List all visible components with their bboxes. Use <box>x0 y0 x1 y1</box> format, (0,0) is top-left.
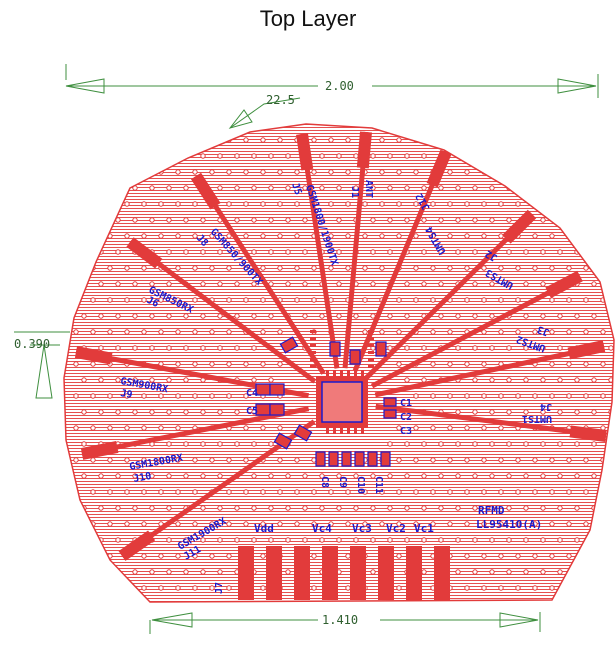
edge-pad <box>356 131 372 169</box>
page-title: Top Layer <box>259 6 357 31</box>
smd-pad <box>354 451 365 467</box>
label-c8: C8 <box>319 476 330 488</box>
dimension-bottom-width: 1.410 <box>322 613 358 627</box>
edge-pad <box>74 346 113 365</box>
label-c10: C10 <box>355 476 366 494</box>
smd-pad <box>383 397 397 407</box>
label-c5: C5 <box>246 406 258 417</box>
smd-pad <box>293 424 313 442</box>
header-pin-label: Vc4 <box>312 522 332 535</box>
label-c2: C2 <box>400 412 412 423</box>
header-j7-pads <box>238 546 450 600</box>
header-pad <box>434 546 450 600</box>
edge-pad <box>190 172 221 210</box>
smd-pad <box>315 451 326 467</box>
smd-pad <box>367 451 378 467</box>
dimension-lines <box>14 64 599 634</box>
smd-pad <box>329 341 341 357</box>
label-c9: C9 <box>337 476 348 488</box>
dimension-angle: 22.5 <box>266 93 295 107</box>
header-pad <box>294 546 310 600</box>
board-label-line1: RFMD <box>478 504 505 517</box>
label-j1-ref: J1 <box>349 186 360 198</box>
label-c4: C4 <box>246 388 258 399</box>
smd-pad <box>255 403 271 416</box>
header-pin-label: Vc2 <box>386 522 406 535</box>
edge-pad <box>126 237 163 269</box>
header-pin-label: Vc1 <box>414 522 434 535</box>
smd-pad <box>341 451 352 467</box>
label-j4-ref: J4 <box>540 401 552 412</box>
edge-pad <box>545 270 583 299</box>
center-ic <box>310 330 374 434</box>
label-c1: C1 <box>400 398 412 409</box>
board-label-line2: LL95410(A) <box>476 518 542 531</box>
header-pad <box>406 546 422 600</box>
edge-pad <box>569 425 607 442</box>
edge-pad <box>502 209 537 244</box>
header-pad <box>266 546 282 600</box>
smd-pad <box>383 409 397 419</box>
smd-pad <box>273 432 293 450</box>
board-outline <box>63 123 615 603</box>
smd-pad <box>255 383 271 396</box>
header-pad <box>238 546 254 600</box>
smd-pad <box>269 403 285 416</box>
label-j9-ref: J9 <box>119 388 133 401</box>
dimension-top-width: 2.00 <box>325 79 354 93</box>
dimension-side-gap: 0.390 <box>14 337 50 351</box>
label-j4-net: UMTS1 <box>522 413 552 424</box>
smd-pad <box>380 451 391 467</box>
label-j2-ref: J2 <box>484 247 500 263</box>
edge-pad <box>80 441 119 460</box>
label-j5-ref: J5 <box>289 182 303 197</box>
label-c11: C11 <box>373 476 384 494</box>
edge-pad <box>426 149 452 188</box>
ic-pins <box>310 330 374 434</box>
header-pad <box>350 546 366 600</box>
label-j1-net: ANT <box>363 180 374 198</box>
header-pin-label: Vc3 <box>352 522 372 535</box>
smd-pad <box>375 341 387 357</box>
smd-pad <box>349 349 361 365</box>
label-j6-ref: J6 <box>145 295 161 310</box>
header-pad <box>322 546 338 600</box>
header-pad <box>378 546 394 600</box>
smd-pad <box>279 336 299 354</box>
label-j3-ref: J3 <box>536 323 551 337</box>
header-pin-label: Vdd <box>254 522 274 535</box>
label-c3: C3 <box>400 426 412 437</box>
edge-pad <box>118 530 155 561</box>
label-j10-ref: J10 <box>133 471 153 485</box>
smd-pad <box>328 451 339 467</box>
edge-pad <box>296 133 314 171</box>
smd-pads <box>255 336 397 467</box>
label-j7-ref: J7 <box>214 582 225 594</box>
edge-pad <box>567 340 606 360</box>
smd-pad <box>269 383 285 396</box>
